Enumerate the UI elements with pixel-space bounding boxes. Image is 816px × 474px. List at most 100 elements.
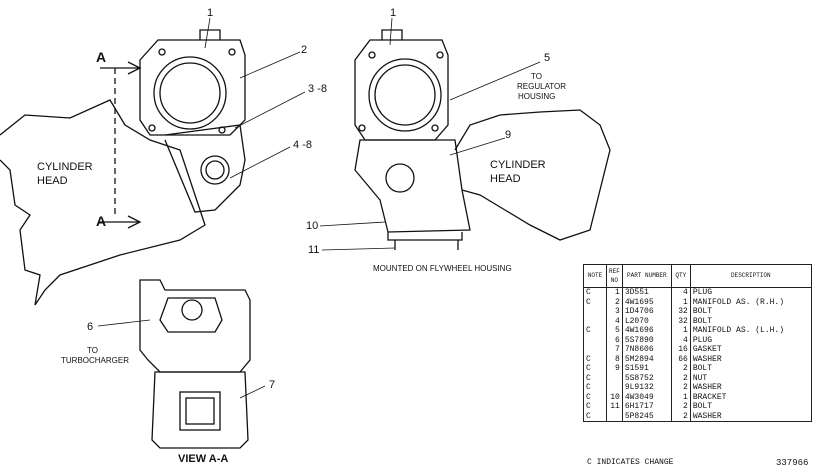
callout-4-8: 4 -8: [293, 139, 312, 151]
col-note: NOTE: [583, 264, 607, 288]
parts-list-table: NOTE REF NO PART NUMBER QTY DESCRIPTION …: [583, 264, 812, 422]
col-desc: DESCRIPTION: [689, 264, 812, 288]
qty-cell: 66: [670, 354, 691, 364]
description-cell: GASKET: [689, 345, 812, 355]
qty-cell: 1: [670, 326, 691, 336]
qty-cell: 2: [670, 402, 691, 412]
qty-cell: 1: [670, 297, 691, 307]
view-aa-outlet: [179, 391, 221, 431]
cylinder-head-left-outline: [0, 99, 206, 306]
cylinder-head-left-line2: HEAD: [37, 175, 68, 187]
ref-cell: 11: [606, 402, 623, 412]
view-aa-flange-hole: [181, 299, 203, 321]
to-turbocharger-line2: TURBOCHARGER: [61, 356, 130, 365]
description-cell: MANIFOLD AS. (L.H.): [689, 326, 812, 336]
manifold-body-left: [164, 124, 246, 213]
description-cell: WASHER: [689, 411, 812, 422]
ref-cell: [606, 411, 623, 422]
bolt-left-2: [228, 48, 236, 56]
plug-boss-right: [381, 29, 403, 40]
outlet-right: [385, 163, 415, 193]
leader-6: [97, 319, 151, 327]
note-cell: [583, 307, 607, 317]
callout-9: 9: [505, 129, 512, 141]
ref-cell: 8: [606, 354, 623, 364]
plug-boss-left: [199, 29, 221, 40]
qty-cell: 4: [670, 335, 691, 345]
description-cell: BOLT: [689, 307, 812, 317]
ref-cell: 9: [606, 364, 623, 374]
ref-cell: 1: [606, 287, 623, 298]
section-a-bottom: A: [96, 213, 107, 229]
cylinder-head-right-line2: HEAD: [490, 173, 521, 185]
note-cell: [583, 335, 607, 345]
cylinder-head-left-line1: CYLINDER: [37, 161, 93, 173]
qty-cell: 2: [670, 364, 691, 374]
description-cell: BOLT: [689, 402, 812, 412]
callout-6: 6: [87, 321, 94, 333]
port-circle-right: [368, 58, 442, 132]
callout-1-left: 1: [207, 7, 214, 19]
parts-header-row: NOTE REF NO PART NUMBER QTY DESCRIPTION: [583, 264, 812, 288]
col-part: PART NUMBER: [621, 264, 672, 288]
ref-cell: [606, 383, 623, 393]
description-cell: PLUG: [689, 287, 812, 298]
description-cell: PLUG: [689, 335, 812, 345]
part-number-cell: 7N8606: [621, 345, 672, 355]
ref-cell: 3: [606, 307, 623, 317]
note-cell: C: [583, 364, 607, 374]
note-cell: C: [583, 354, 607, 364]
callout-7: 7: [269, 379, 276, 391]
col-ref: REF NO: [606, 264, 623, 288]
part-number-cell: 5S7890: [621, 335, 672, 345]
description-cell: WASHER: [689, 354, 812, 364]
qty-cell: 1: [670, 392, 691, 402]
description-cell: BRACKET: [689, 392, 812, 402]
port-circle-right-inner: [374, 64, 436, 126]
part-number-cell: 5P8245: [621, 411, 672, 422]
port-circle-left-inner: [159, 62, 221, 124]
part-number-cell: 3D551: [621, 287, 672, 298]
bolt-left-1: [158, 48, 166, 56]
view-aa-body: [139, 279, 251, 373]
bolt-left-3: [148, 124, 156, 132]
leader-left-4: [229, 146, 291, 179]
part-number-cell: 4W1695: [621, 297, 672, 307]
view-aa-flange: [159, 297, 223, 333]
part-number-cell: L2070: [621, 316, 672, 326]
note-cell: C: [583, 297, 607, 307]
leader-right-10: [319, 221, 386, 227]
callout-2: 2: [301, 44, 308, 56]
description-cell: BOLT: [689, 364, 812, 374]
bolt-right-3: [358, 124, 366, 132]
ref-cell: 7: [606, 345, 623, 355]
note-cell: [583, 345, 607, 355]
change-footnote: C INDICATES CHANGE: [587, 458, 674, 467]
description-cell: NUT: [689, 373, 812, 383]
part-number-cell: S1591: [621, 364, 672, 374]
note-cell: C: [583, 392, 607, 402]
leader-7: [239, 385, 266, 399]
bolt-right-1: [368, 51, 376, 59]
outlet-left-inner: [205, 160, 225, 180]
ref-cell: 2: [606, 297, 623, 307]
ref-cell: 6: [606, 335, 623, 345]
mounted-caption: MOUNTED ON FLYWHEEL HOUSING: [373, 264, 512, 273]
note-cell: C: [583, 373, 607, 383]
callout-11: 11: [308, 244, 320, 256]
section-a-top: A: [96, 49, 107, 65]
view-aa-caption: VIEW A-A: [178, 453, 229, 465]
note-cell: C: [583, 287, 607, 298]
outlet-left: [200, 155, 230, 185]
bolt-right-2: [436, 51, 444, 59]
